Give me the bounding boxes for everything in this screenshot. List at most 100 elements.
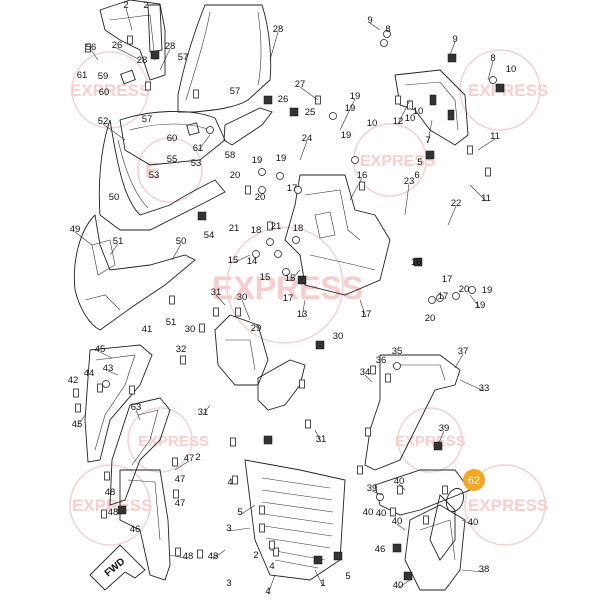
callout-label: 53 — [191, 158, 202, 169]
callout-label: 11 — [490, 131, 500, 142]
callout-label: 17 — [442, 274, 453, 285]
bolt — [129, 385, 135, 395]
callout-label: 15 — [285, 273, 296, 284]
callout-label: 28 — [273, 24, 284, 35]
nut — [403, 571, 413, 581]
callout-label: 17 — [361, 309, 372, 320]
callout-label: 5 — [237, 507, 242, 518]
washer — [376, 493, 384, 501]
callout-label: 19 — [345, 103, 356, 114]
callout-label: 51 — [113, 236, 124, 247]
callout-label: 19 — [276, 153, 287, 164]
bolt — [235, 307, 241, 317]
bolt — [269, 540, 275, 550]
callout-label: 50 — [176, 236, 187, 247]
callout-label: 41 — [142, 324, 153, 335]
bolt — [97, 383, 103, 393]
leader-line — [215, 294, 226, 306]
callout-label: 14 — [247, 256, 258, 267]
leader-line — [107, 370, 119, 376]
bolt — [197, 549, 203, 559]
callout-label: 4 — [269, 561, 274, 572]
leader-line — [314, 569, 324, 587]
bolt — [245, 185, 251, 195]
leader-line — [202, 404, 211, 416]
watermark-text: EXPRESS — [212, 270, 363, 306]
callout-label: 18 — [293, 223, 304, 234]
leader-line — [397, 99, 411, 125]
bolt — [232, 475, 238, 485]
callout-label: 26 — [112, 40, 123, 51]
callout-label: 60 — [167, 133, 178, 144]
callout-label: 45 — [72, 419, 83, 430]
bolt — [180, 355, 186, 365]
washer — [393, 362, 401, 370]
leader-line — [197, 134, 211, 152]
nut — [297, 275, 307, 285]
leader-line — [314, 429, 322, 443]
callout-label: 54 — [204, 230, 215, 241]
callout-label: 16 — [411, 257, 422, 268]
callout-label: 34 — [360, 367, 371, 378]
callout-label: 59 — [98, 71, 109, 82]
callout-label: 2 — [123, 0, 128, 11]
bolt — [442, 485, 448, 495]
callout-label: 20 — [425, 313, 436, 324]
callout-label: 28 — [165, 41, 176, 52]
watermark-text: EXPRESS — [138, 433, 209, 450]
washer — [452, 292, 460, 300]
washer — [258, 186, 266, 194]
leader-line — [447, 205, 457, 226]
washer — [102, 380, 110, 388]
washer — [206, 126, 214, 134]
washer — [252, 250, 260, 258]
bolt — [73, 388, 79, 398]
leader-line — [125, 7, 133, 31]
leader-line — [469, 184, 487, 202]
callout-label: 56 — [86, 42, 97, 53]
callout-label: 61 — [77, 70, 88, 81]
leader-line — [301, 299, 306, 318]
bolt — [395, 95, 401, 105]
leader-line — [364, 374, 373, 383]
callout-label: 29 — [251, 323, 262, 334]
callout-label: 24 — [302, 133, 313, 144]
callout-label: 8 — [490, 53, 495, 64]
leader-line — [447, 41, 456, 61]
nut — [263, 95, 273, 105]
callout-label: 19 — [475, 300, 486, 311]
bolt — [385, 373, 391, 383]
leader-line — [369, 22, 381, 31]
center-bracket — [284, 174, 391, 296]
highlight-marker — [463, 469, 485, 491]
nut — [413, 257, 423, 267]
leader-line — [76, 414, 86, 428]
callout-label: 44 — [84, 368, 95, 379]
highlight-callout: 62 — [463, 469, 485, 491]
bolt — [85, 43, 91, 53]
callout-label: 57 — [142, 114, 153, 125]
washer — [468, 286, 476, 294]
watermark-text: EXPRESS — [395, 433, 466, 450]
washer — [329, 112, 337, 120]
callout-label: 4 — [227, 477, 232, 488]
callout-label: 19 — [482, 285, 493, 296]
callout-label: 6 — [414, 170, 419, 181]
washer — [274, 250, 282, 258]
callout-label: 30 — [237, 292, 248, 303]
right-side-panel — [364, 354, 461, 471]
callout-label: 11 — [481, 193, 491, 204]
bolt — [370, 365, 376, 375]
leader-line — [371, 490, 383, 496]
callout-label: 39 — [439, 423, 450, 434]
watermark-text: EXPRESS — [70, 81, 150, 100]
watermark-right-mid: EXPRESS — [395, 407, 466, 473]
bolt — [467, 145, 473, 155]
nut — [289, 107, 299, 117]
reflector-62 — [445, 487, 465, 513]
callout-label: 52 — [98, 116, 109, 127]
meter-panel-cover — [119, 69, 226, 166]
bolt — [397, 485, 403, 495]
nut — [313, 555, 323, 565]
